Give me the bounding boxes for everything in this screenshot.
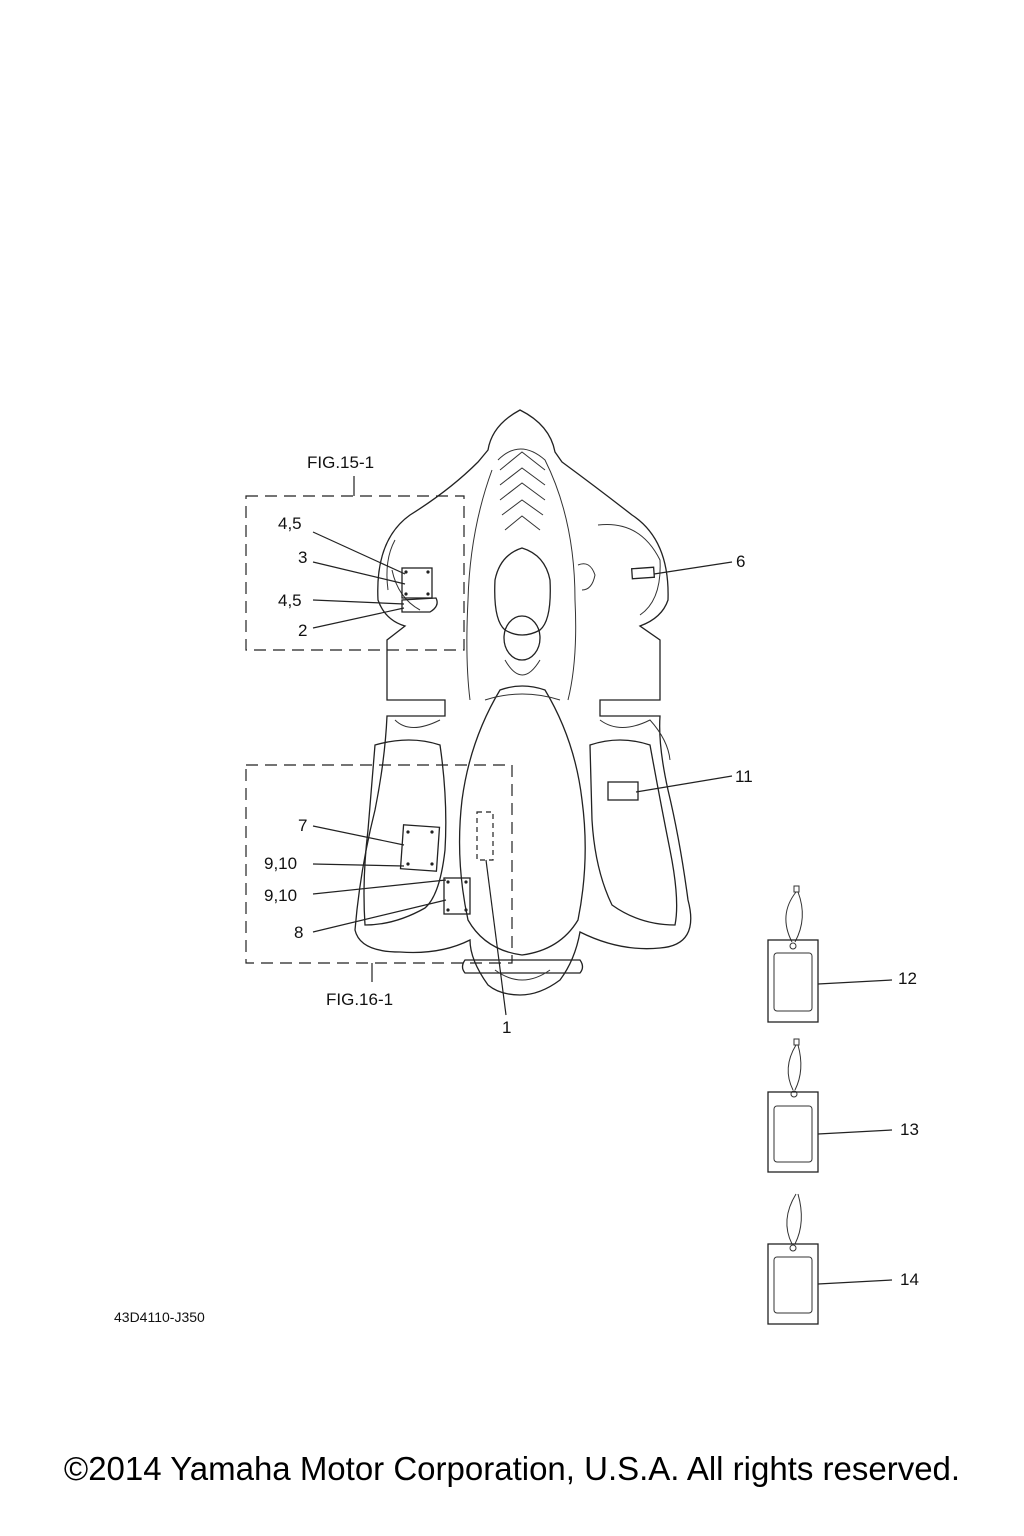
label-part-11 xyxy=(607,781,639,801)
hang-tag-14 xyxy=(767,1193,893,1325)
hull-labels xyxy=(399,566,656,915)
callout-8: 8 xyxy=(294,923,303,942)
callout-13: 13 xyxy=(900,1120,919,1139)
label-part-6 xyxy=(630,566,656,580)
callout-2: 2 xyxy=(298,621,307,640)
callout-7: 7 xyxy=(298,816,307,835)
callout-4-5-lower: 4,5 xyxy=(278,591,302,610)
callout-9-10-upper: 9,10 xyxy=(264,854,297,873)
callout-14: 14 xyxy=(900,1270,919,1289)
fig-15-1-label: FIG.15-1 xyxy=(307,453,374,472)
callout-12: 12 xyxy=(898,969,917,988)
fig-15-1-box xyxy=(245,495,465,651)
hang-tag-13 xyxy=(767,1038,893,1173)
label-part-2 xyxy=(401,597,438,613)
callout-4-5-upper: 4,5 xyxy=(278,514,302,533)
label-part-7 xyxy=(399,824,441,872)
fig-16-1-box xyxy=(245,764,513,964)
copyright-notice: ©2014 Yamaha Motor Corporation, U.S.A. A… xyxy=(63,1450,961,1487)
callout-1: 1 xyxy=(502,1018,511,1037)
callout-11: 11 xyxy=(735,767,753,786)
label-part-1 xyxy=(476,811,494,861)
diagram-code: 43D4110-J350 xyxy=(114,1309,205,1325)
callout-6: 6 xyxy=(736,552,745,571)
leader-lines xyxy=(312,531,733,1016)
fig-16-1-label: FIG.16-1 xyxy=(326,990,393,1009)
hang-tag-12 xyxy=(767,885,893,1023)
label-part-8 xyxy=(443,877,471,915)
watercraft-outline xyxy=(354,409,692,996)
callout-3: 3 xyxy=(298,548,307,567)
callout-9-10-lower: 9,10 xyxy=(264,886,297,905)
